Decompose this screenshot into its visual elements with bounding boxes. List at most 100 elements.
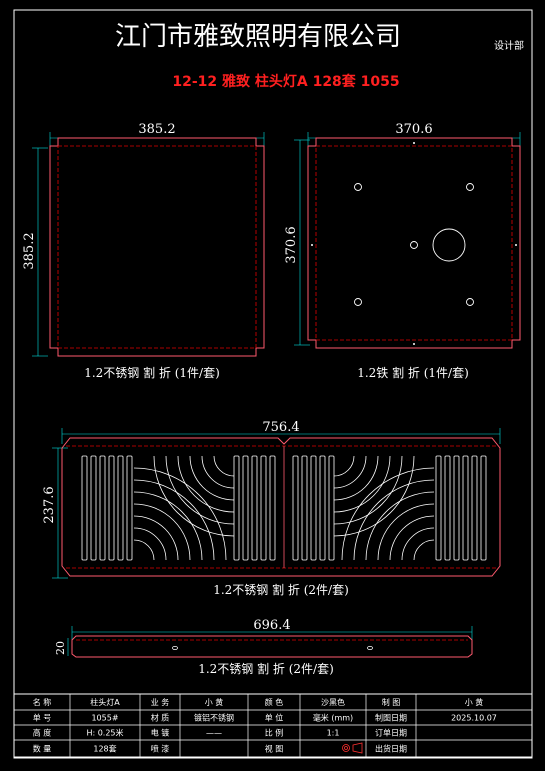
arc-cutout [189, 455, 235, 501]
slat-cutout [435, 455, 442, 561]
table-label: 视 图 [265, 744, 284, 754]
projection-symbol-icon [342, 742, 363, 754]
arc-cutout [389, 515, 435, 561]
arc-cutout [133, 479, 215, 561]
part-3-dimension-lines [52, 428, 501, 579]
part-3-height-label: 237.6 [42, 486, 57, 523]
mount-hole [354, 183, 362, 191]
table-value: H: 0.25米 [86, 728, 123, 738]
table-value: 镀铝不锈钢 [194, 713, 234, 723]
table-value: —— [206, 729, 222, 738]
table-label: 材 质 [151, 713, 170, 723]
table-label: 颜 色 [265, 697, 284, 707]
arc-cutout [333, 455, 403, 525]
arc-cutout [133, 503, 191, 561]
small-hole [410, 241, 418, 249]
slat-cutout [242, 455, 249, 561]
table-label: 名 称 [33, 697, 52, 707]
slat-cutout [269, 455, 276, 561]
strip-hole [172, 646, 178, 651]
part-3-caption: 1.2不锈钢 割 折 (2件/套) [213, 582, 349, 597]
part-3-panel: 756.4 237.6 1.2不锈钢 割 折 (2件/套) [42, 420, 501, 597]
drawing-title: 12-12 雅致 柱头灯A 128套 1055 [172, 73, 399, 90]
arc-cutout [213, 455, 235, 477]
slat-cutout [251, 455, 258, 561]
part-2-marks [311, 142, 517, 345]
table-value: 柱头灯A [90, 697, 120, 707]
strip-hole [367, 646, 373, 651]
table-value: 沙黑色 [321, 697, 345, 707]
part-3-outline [61, 437, 501, 577]
slat-cutout [310, 455, 317, 561]
arc-cutout [133, 539, 155, 561]
slat-cutout [260, 455, 267, 561]
slat-cutout [328, 455, 335, 561]
slat-cutout [301, 455, 308, 561]
center-hole [432, 228, 466, 262]
arc-cutout [333, 455, 379, 501]
part-2-holes [354, 183, 474, 306]
company-name: 江门市雅致照明有限公司 [115, 22, 401, 52]
table-value: 小 黄 [465, 697, 484, 707]
table-label: 出货日期 [375, 744, 407, 754]
table-label: 制图日期 [375, 713, 407, 723]
part-3-cutout-pattern [81, 455, 487, 561]
slat-cutout [444, 455, 451, 561]
part-2-dimension-lines [294, 132, 521, 346]
slat-cutout [462, 455, 469, 561]
table-value: 小 黄 [205, 697, 224, 707]
part-2-plate: 370.6 370.6 1.2铁 割 折 (1件/套) [284, 122, 521, 380]
part-4-caption: 1.2不锈钢 割 折 (2件/套) [198, 661, 334, 676]
arc-cutout [133, 491, 203, 561]
department-label: 设计部 [494, 39, 524, 52]
table-value: 128套 [93, 744, 116, 754]
part-1-caption: 1.2不锈钢 割 折 (1件/套) [84, 365, 220, 380]
table-label: 订单日期 [375, 728, 407, 738]
slat-cutout [108, 455, 115, 561]
arc-cutout [353, 479, 435, 561]
arc-cutout [333, 455, 367, 489]
arc-cutout [333, 455, 415, 537]
table-label: 电 镀 [151, 728, 170, 738]
title-block-table: 名 称 柱头灯A 业 务 小 黄 颜 色 沙黑色 制 图 小 黄单 号 1055# 材 质 镀铝不锈… [13, 693, 533, 758]
part-1-width-label: 385.2 [138, 122, 175, 137]
arc-cutout [401, 527, 435, 561]
part-2-fold-line [315, 145, 513, 341]
part-2-height-label: 370.6 [284, 226, 299, 263]
slat-cutout [99, 455, 106, 561]
part-2-caption: 1.2铁 割 折 (1件/套) [357, 365, 469, 380]
table-label: 单 号 [33, 713, 52, 723]
arc-cutout [341, 467, 435, 561]
slat-cutout [81, 455, 88, 561]
arc-cutout [333, 455, 391, 513]
part-1-outline [49, 137, 265, 357]
slat-cutout [480, 455, 487, 561]
slat-cutout [233, 455, 240, 561]
arc-cutout [377, 503, 435, 561]
table-label: 数 量 [33, 744, 52, 754]
table-label: 比 例 [265, 728, 284, 738]
part-4-outline [71, 635, 473, 658]
table-label: 单 位 [265, 713, 284, 723]
part-2-outline [307, 137, 521, 349]
table-border [13, 693, 533, 758]
table-value: 毫米 (mm) [313, 713, 353, 723]
mount-hole [466, 183, 474, 191]
part-4-width-label: 696.4 [253, 618, 290, 633]
table-value: 1:1 [327, 729, 340, 738]
arc-cutout [133, 515, 179, 561]
table-label: 业 务 [151, 697, 170, 707]
table-label: 制 图 [382, 697, 401, 707]
table-value: 1055# [91, 714, 118, 723]
table-label: 高 度 [33, 728, 52, 738]
arc-cutout [333, 455, 355, 477]
slat-cutout [90, 455, 97, 561]
arc-cutout [413, 539, 435, 561]
table-label: 喷 漆 [151, 744, 170, 754]
slat-cutout [453, 455, 460, 561]
arc-cutout [133, 527, 167, 561]
arc-cutout [153, 455, 235, 537]
arc-cutout [133, 467, 227, 561]
arc-cutout [165, 455, 235, 525]
part-1-dimension-lines [32, 132, 265, 357]
